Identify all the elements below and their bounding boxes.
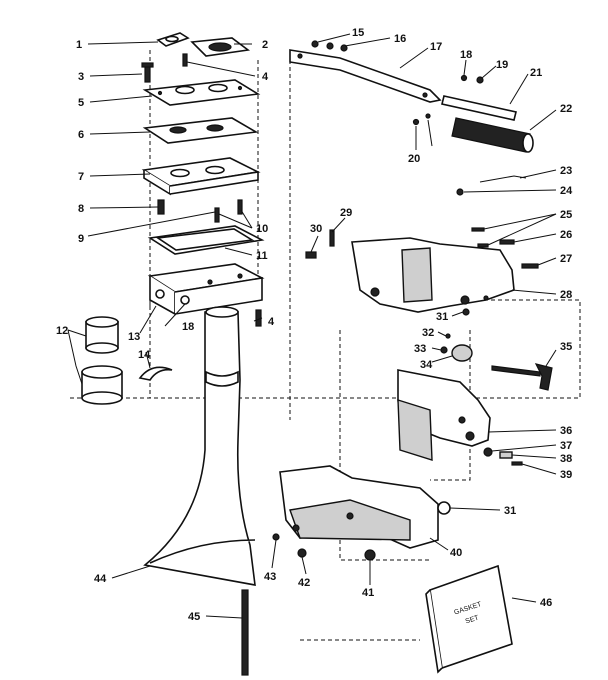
label-part-29: 29 (340, 207, 352, 219)
part-2-flange-gasket (190, 37, 251, 57)
part-7-plate (141, 157, 261, 196)
part-31-washer (437, 308, 470, 515)
label-part-3: 3 (78, 71, 84, 83)
part-28-swivel-bracket (351, 237, 515, 313)
label-part-39: 39 (560, 469, 572, 481)
label-part-20: 20 (408, 153, 420, 165)
label-part-18-lower: 18 (182, 321, 194, 333)
label-part-8: 8 (78, 203, 84, 215)
part-1-small-gasket (156, 32, 190, 47)
part-3-screw (141, 62, 154, 83)
label-part-43: 43 (264, 571, 276, 583)
label-part-42: 42 (298, 577, 310, 589)
label-part-31: 31 (436, 311, 448, 323)
label-part-17: 17 (430, 41, 442, 53)
label-part-31-lower: 31 (504, 505, 516, 517)
part-23-rod (479, 175, 527, 183)
label-part-22: 22 (560, 103, 572, 115)
label-part-4-lower: 4 (268, 316, 275, 328)
part-45-drive-shaft (241, 589, 249, 676)
label-part-9: 9 (78, 233, 84, 245)
label-part-26: 26 (560, 229, 572, 241)
label-part-35: 35 (560, 341, 572, 353)
part-14-clip (138, 366, 173, 381)
label-part-44: 44 (94, 573, 107, 585)
label-part-37: 37 (560, 440, 572, 452)
part-36-clamp-bracket (397, 369, 491, 461)
part-5-plate (142, 79, 261, 106)
label-part-16: 16 (394, 33, 406, 45)
label-part-14: 14 (138, 349, 151, 361)
part-17-bar (289, 49, 442, 103)
part-35-clamp-screw (491, 363, 553, 391)
label-part-28: 28 (560, 289, 572, 301)
label-part-19: 19 (496, 59, 508, 71)
label-part-2: 2 (262, 39, 268, 51)
parts-37-38-39 (483, 447, 523, 466)
part-10-bolts (214, 199, 243, 223)
part-8-bolt (157, 199, 165, 215)
label-part-30: 30 (310, 223, 322, 235)
part-24-ball (456, 188, 464, 196)
parts-18-19-fasteners (412, 74, 484, 126)
parts-15-16-bolts (311, 40, 348, 52)
part-12-clamps (81, 316, 123, 405)
part-4-screw (182, 53, 188, 67)
label-part-1: 1 (76, 39, 82, 51)
part-6-gasket (142, 117, 259, 144)
label-part-5: 5 (78, 97, 84, 109)
manifold-block (147, 263, 265, 316)
label-part-38: 38 (560, 453, 572, 465)
label-part-34: 34 (420, 359, 433, 371)
label-part-24: 24 (560, 185, 573, 197)
part-21-rod (441, 95, 517, 121)
part-4-screw-lower (255, 309, 262, 327)
label-part-6: 6 (78, 129, 84, 141)
label-part-18: 18 (460, 49, 472, 61)
label-part-25: 25 (560, 209, 572, 221)
part-22-grip (451, 117, 534, 153)
part-40-cover (279, 465, 439, 549)
label-part-15: 15 (352, 27, 364, 39)
label-part-32: 32 (422, 327, 434, 339)
gasket-set-text-line2: SET (465, 614, 481, 625)
label-part-33: 33 (414, 343, 426, 355)
label-part-27: 27 (560, 253, 572, 265)
label-part-13: 13 (128, 331, 140, 343)
parts-32-33-34 (440, 333, 473, 362)
label-part-4: 4 (262, 71, 269, 83)
part-number-labels: 1 2 3 4 5 6 7 8 9 10 11 12 13 14 18 4 15… (56, 27, 573, 623)
label-part-45: 45 (188, 611, 200, 623)
label-part-21: 21 (530, 67, 542, 79)
label-part-41: 41 (362, 587, 374, 599)
label-part-23: 23 (560, 165, 572, 177)
label-part-46: 46 (540, 597, 552, 609)
label-part-12: 12 (56, 325, 68, 337)
label-part-7: 7 (78, 171, 84, 183)
leader-lines (67, 33, 557, 619)
part-46-gasket-set (425, 564, 513, 674)
part-41-nut (364, 549, 376, 561)
part-44-driveshaft-housing (143, 306, 256, 586)
label-part-40: 40 (450, 547, 462, 559)
label-part-11: 11 (256, 250, 268, 262)
label-part-10: 10 (256, 223, 268, 235)
part-11-gasket (147, 225, 265, 255)
label-part-36: 36 (560, 425, 572, 437)
